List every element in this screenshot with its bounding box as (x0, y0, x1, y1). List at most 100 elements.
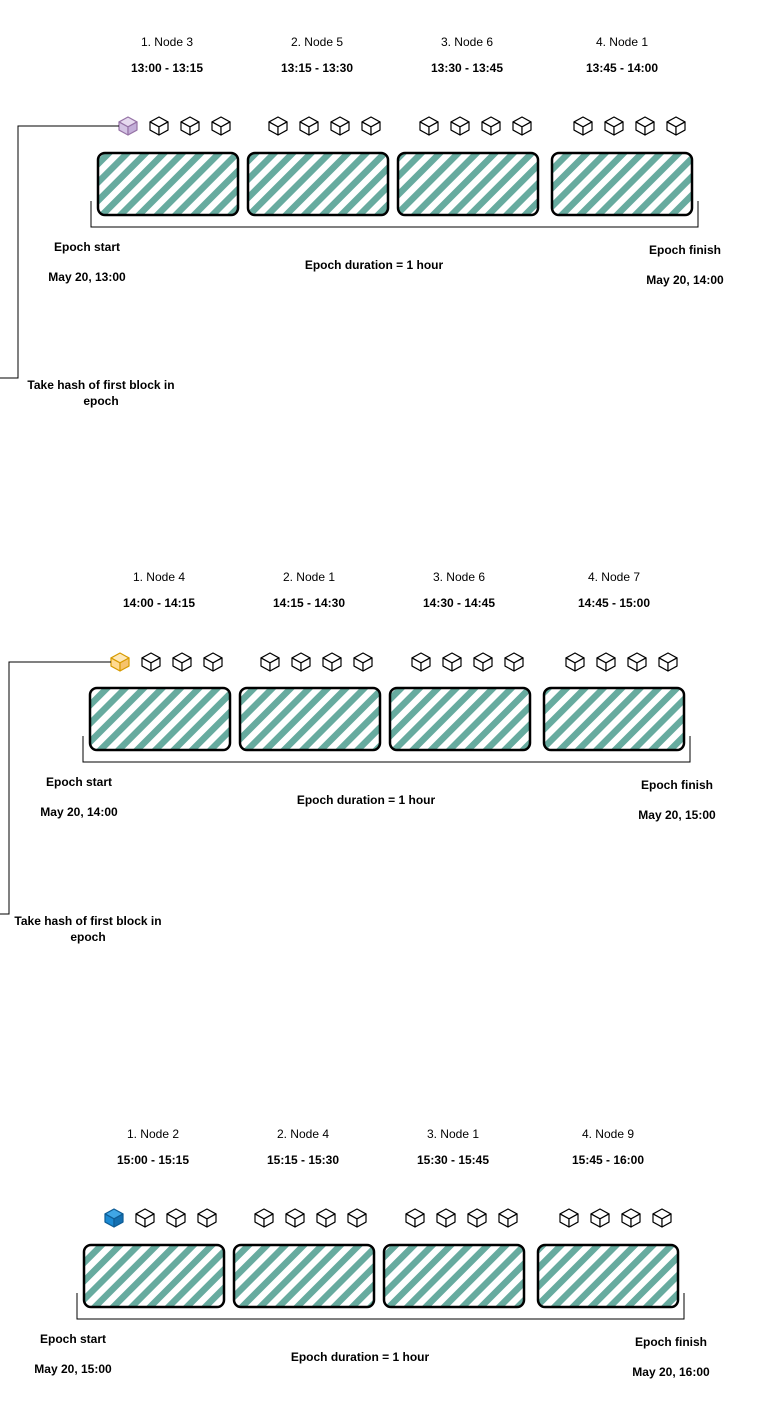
epoch-bracket (76, 1293, 685, 1320)
slot-node-label: 2. Node 4 (276, 1127, 330, 1141)
epoch-bracket (90, 201, 699, 228)
slot-time-label: 14:00 - 14:15 (122, 596, 196, 610)
block-icon (353, 652, 373, 672)
block-icon (565, 652, 585, 672)
slot-node-label: 3. Node 1 (426, 1127, 480, 1141)
slot-block (550, 151, 694, 217)
epoch-finish-label: Epoch finish (635, 1335, 707, 1349)
slot-block (388, 686, 532, 752)
block-icon (166, 1208, 186, 1228)
slot-time-label: 15:15 - 15:30 (266, 1153, 340, 1167)
slot-node-label: 4. Node 1 (595, 35, 649, 49)
slot-time-label: 14:30 - 14:45 (422, 596, 496, 610)
block-icon (573, 116, 593, 136)
first-block-icon (118, 116, 138, 136)
hash-note: Take hash of first block in epoch (14, 914, 162, 944)
slot-block (536, 1243, 680, 1309)
block-icon (512, 116, 532, 136)
hash-connector-line (0, 125, 119, 379)
first-block-icon (110, 652, 130, 672)
slot-node-label: 2. Node 1 (282, 570, 336, 584)
epoch-finish-time: May 20, 16:00 (632, 1365, 710, 1379)
block-icon (211, 116, 231, 136)
block-icon (268, 116, 288, 136)
block-icon (180, 116, 200, 136)
slot-time-label: 15:00 - 15:15 (116, 1153, 190, 1167)
block-icon (450, 116, 470, 136)
slot-block (82, 1243, 226, 1309)
block-icon (411, 652, 431, 672)
block-icon (627, 652, 647, 672)
block-icon (149, 116, 169, 136)
block-icon (322, 652, 342, 672)
block-icon (621, 1208, 641, 1228)
slot-time-label: 13:30 - 13:45 (430, 61, 504, 75)
slot-time-label: 13:45 - 14:00 (585, 61, 659, 75)
block-icon (135, 1208, 155, 1228)
block-icon (203, 652, 223, 672)
block-icon (467, 1208, 487, 1228)
hash-connector-line (0, 661, 111, 915)
block-icon (291, 652, 311, 672)
block-icon (666, 116, 686, 136)
block-icon (481, 116, 501, 136)
epoch-start-time: May 20, 14:00 (40, 805, 118, 819)
block-icon (316, 1208, 336, 1228)
hash-note: Take hash of first block in epoch (27, 378, 175, 408)
block-icon (299, 116, 319, 136)
block-icon (436, 1208, 456, 1228)
epoch-start-label: Epoch start (53, 240, 120, 254)
slot-block (96, 151, 240, 217)
block-icon (347, 1208, 367, 1228)
block-icon (635, 116, 655, 136)
block-icon (652, 1208, 672, 1228)
epoch-start-label: Epoch start (39, 1332, 106, 1346)
epoch-start-label: Epoch start (45, 775, 112, 789)
slot-node-label: 4. Node 7 (587, 570, 641, 584)
slot-node-label: 4. Node 9 (581, 1127, 635, 1141)
slot-block (238, 686, 382, 752)
block-icon (658, 652, 678, 672)
slot-block (396, 151, 540, 217)
slot-node-label: 3. Node 6 (440, 35, 494, 49)
block-icon (285, 1208, 305, 1228)
slot-node-label: 1. Node 2 (126, 1127, 180, 1141)
slot-block (88, 686, 232, 752)
slot-time-label: 13:00 - 13:15 (130, 61, 204, 75)
block-icon (197, 1208, 217, 1228)
block-icon (590, 1208, 610, 1228)
epoch-finish-time: May 20, 15:00 (638, 808, 716, 822)
slot-block (542, 686, 686, 752)
block-icon (498, 1208, 518, 1228)
epoch-start-time: May 20, 13:00 (48, 270, 126, 284)
slot-time-label: 13:15 - 13:30 (280, 61, 354, 75)
block-icon (260, 652, 280, 672)
block-icon (172, 652, 192, 672)
epoch-finish-label: Epoch finish (649, 243, 721, 257)
slot-node-label: 1. Node 4 (132, 570, 186, 584)
epoch-duration-label: Epoch duration = 1 hour (290, 1350, 430, 1364)
slot-time-label: 15:45 - 16:00 (571, 1153, 645, 1167)
epoch-duration-label: Epoch duration = 1 hour (296, 793, 436, 807)
epoch-duration-label: Epoch duration = 1 hour (304, 258, 444, 272)
epoch-bracket (82, 736, 691, 763)
slot-block (382, 1243, 526, 1309)
block-icon (330, 116, 350, 136)
epoch-start-time: May 20, 15:00 (34, 1362, 112, 1376)
slot-block (232, 1243, 376, 1309)
epoch-finish-time: May 20, 14:00 (646, 273, 724, 287)
slot-time-label: 14:15 - 14:30 (272, 596, 346, 610)
block-icon (504, 652, 524, 672)
block-icon (361, 116, 381, 136)
block-icon (604, 116, 624, 136)
block-icon (559, 1208, 579, 1228)
slot-time-label: 15:30 - 15:45 (416, 1153, 490, 1167)
block-icon (419, 116, 439, 136)
slot-block (246, 151, 390, 217)
first-block-icon (104, 1208, 124, 1228)
block-icon (254, 1208, 274, 1228)
block-icon (473, 652, 493, 672)
block-icon (442, 652, 462, 672)
block-icon (141, 652, 161, 672)
